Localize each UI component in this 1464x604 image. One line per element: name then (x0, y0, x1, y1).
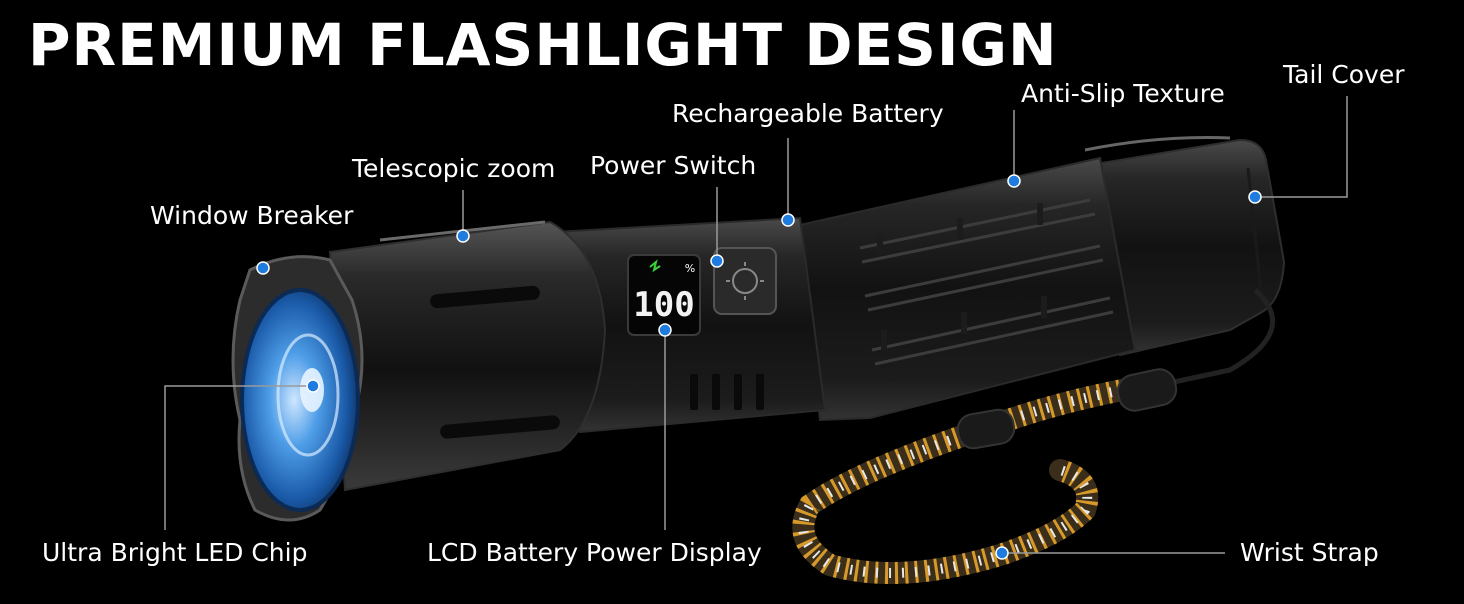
head-barrel (328, 220, 607, 492)
sun-icon (732, 268, 758, 294)
page-title: PREMIUM FLASHLIGHT DESIGN (28, 11, 1058, 79)
label-power-switch: Power Switch (590, 151, 757, 180)
control-section: 100 % (553, 216, 827, 434)
tail-cover (1084, 136, 1286, 357)
label-window-breaker: Window Breaker (150, 201, 354, 230)
lcd-reading: 100 (633, 285, 694, 325)
charge-bolt-icon (649, 259, 661, 273)
battery-tube (798, 156, 1137, 422)
label-telescopic-zoom: Telescopic zoom (352, 154, 556, 183)
wrist-strap (792, 288, 1276, 584)
power-button-housing (713, 247, 777, 315)
label-led-chip: Ultra Bright LED Chip (42, 538, 308, 567)
label-wrist-strap: Wrist Strap (1240, 538, 1379, 567)
callout-dots (256, 174, 1262, 560)
label-rechargeable-battery: Rechargeable Battery (672, 99, 944, 128)
lcd-unit: % (685, 262, 695, 275)
led-lens (240, 288, 360, 512)
label-anti-slip-texture: Anti-Slip Texture (1021, 79, 1225, 108)
label-lcd-display: LCD Battery Power Display (427, 538, 762, 567)
leader-lines (164, 96, 1348, 554)
label-tail-cover: Tail Cover (1283, 60, 1405, 89)
